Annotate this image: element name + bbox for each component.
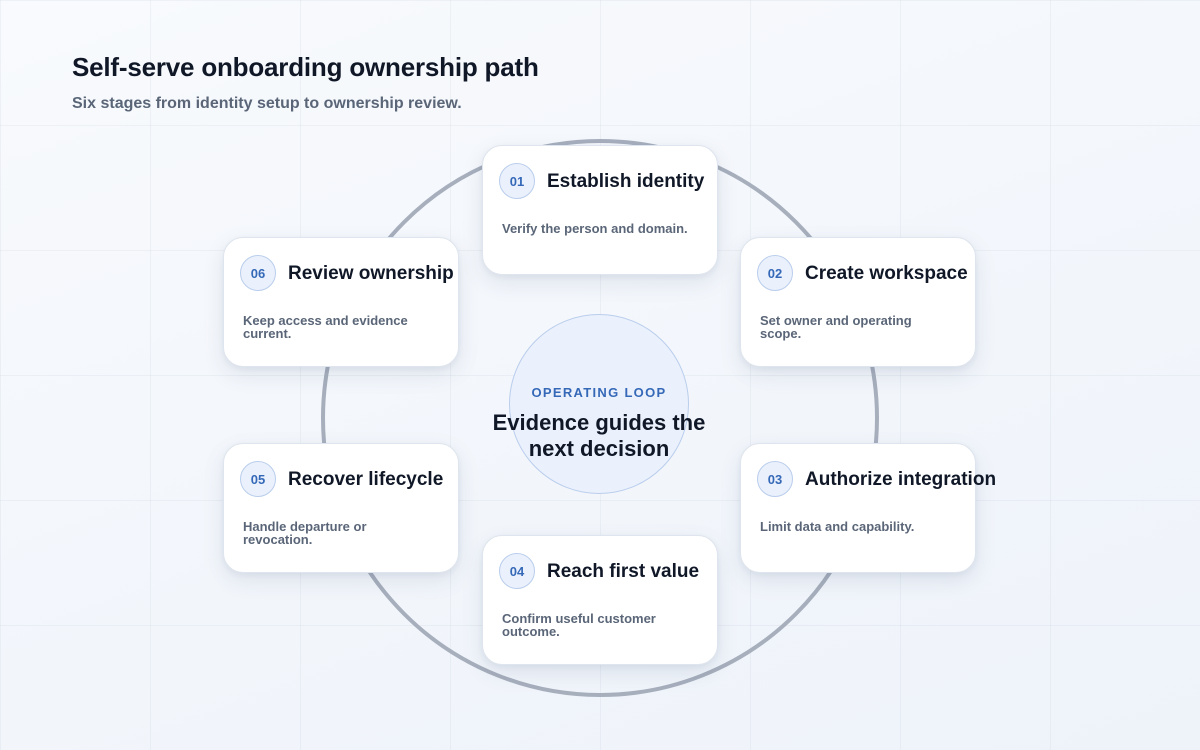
stage-card-create-workspace: 02 Create workspace Set owner and operat… (740, 237, 976, 367)
stage-card-review-ownership: 06 Review ownership Keep access and evid… (223, 237, 459, 367)
stage-title: Review ownership (288, 262, 454, 284)
operating-loop-statement: Evidence guides the next decision (492, 410, 706, 461)
stage-title: Create workspace (805, 262, 968, 284)
stage-number-badge: 02 (757, 255, 793, 291)
stage-description: Set owner and operating scope. (760, 313, 912, 341)
page-title: Self-serve onboarding ownership path (72, 52, 539, 82)
stage-number-badge: 01 (499, 163, 535, 199)
stage-description: Verify the person and domain. (502, 221, 688, 236)
stage-card-reach-first-value: 04 Reach first value Confirm useful cust… (482, 535, 718, 665)
stage-title: Authorize integration (805, 468, 997, 490)
stage-number-badge: 05 (240, 461, 276, 497)
stage-card-authorize-integration: 03 Authorize integration Limit data and … (740, 443, 996, 573)
stage-card-recover-lifecycle: 05 Recover lifecycle Handle departure or… (223, 443, 459, 573)
stage-description: Handle departure or revocation. (243, 519, 367, 547)
stage-title: Recover lifecycle (288, 468, 444, 490)
stage-title: Reach first value (547, 560, 700, 582)
stage-description: Confirm useful customer outcome. (502, 611, 656, 639)
operating-loop-hub: OPERATING LOOP Evidence guides the next … (493, 314, 705, 494)
page-subtitle: Six stages from identity setup to owners… (72, 95, 462, 112)
loop-ring-circle (321, 139, 879, 697)
stage-number-badge: 03 (757, 461, 793, 497)
stage-description: Keep access and evidence current. (243, 313, 408, 341)
stage-number-badge: 04 (499, 553, 535, 589)
stage-description: Limit data and capability. (760, 519, 915, 534)
stage-card-establish-identity: 01 Establish identity Verify the person … (482, 145, 718, 275)
stage-title: Establish identity (547, 170, 705, 192)
stage-number-badge: 06 (240, 255, 276, 291)
operating-loop-label: OPERATING LOOP (531, 385, 667, 400)
